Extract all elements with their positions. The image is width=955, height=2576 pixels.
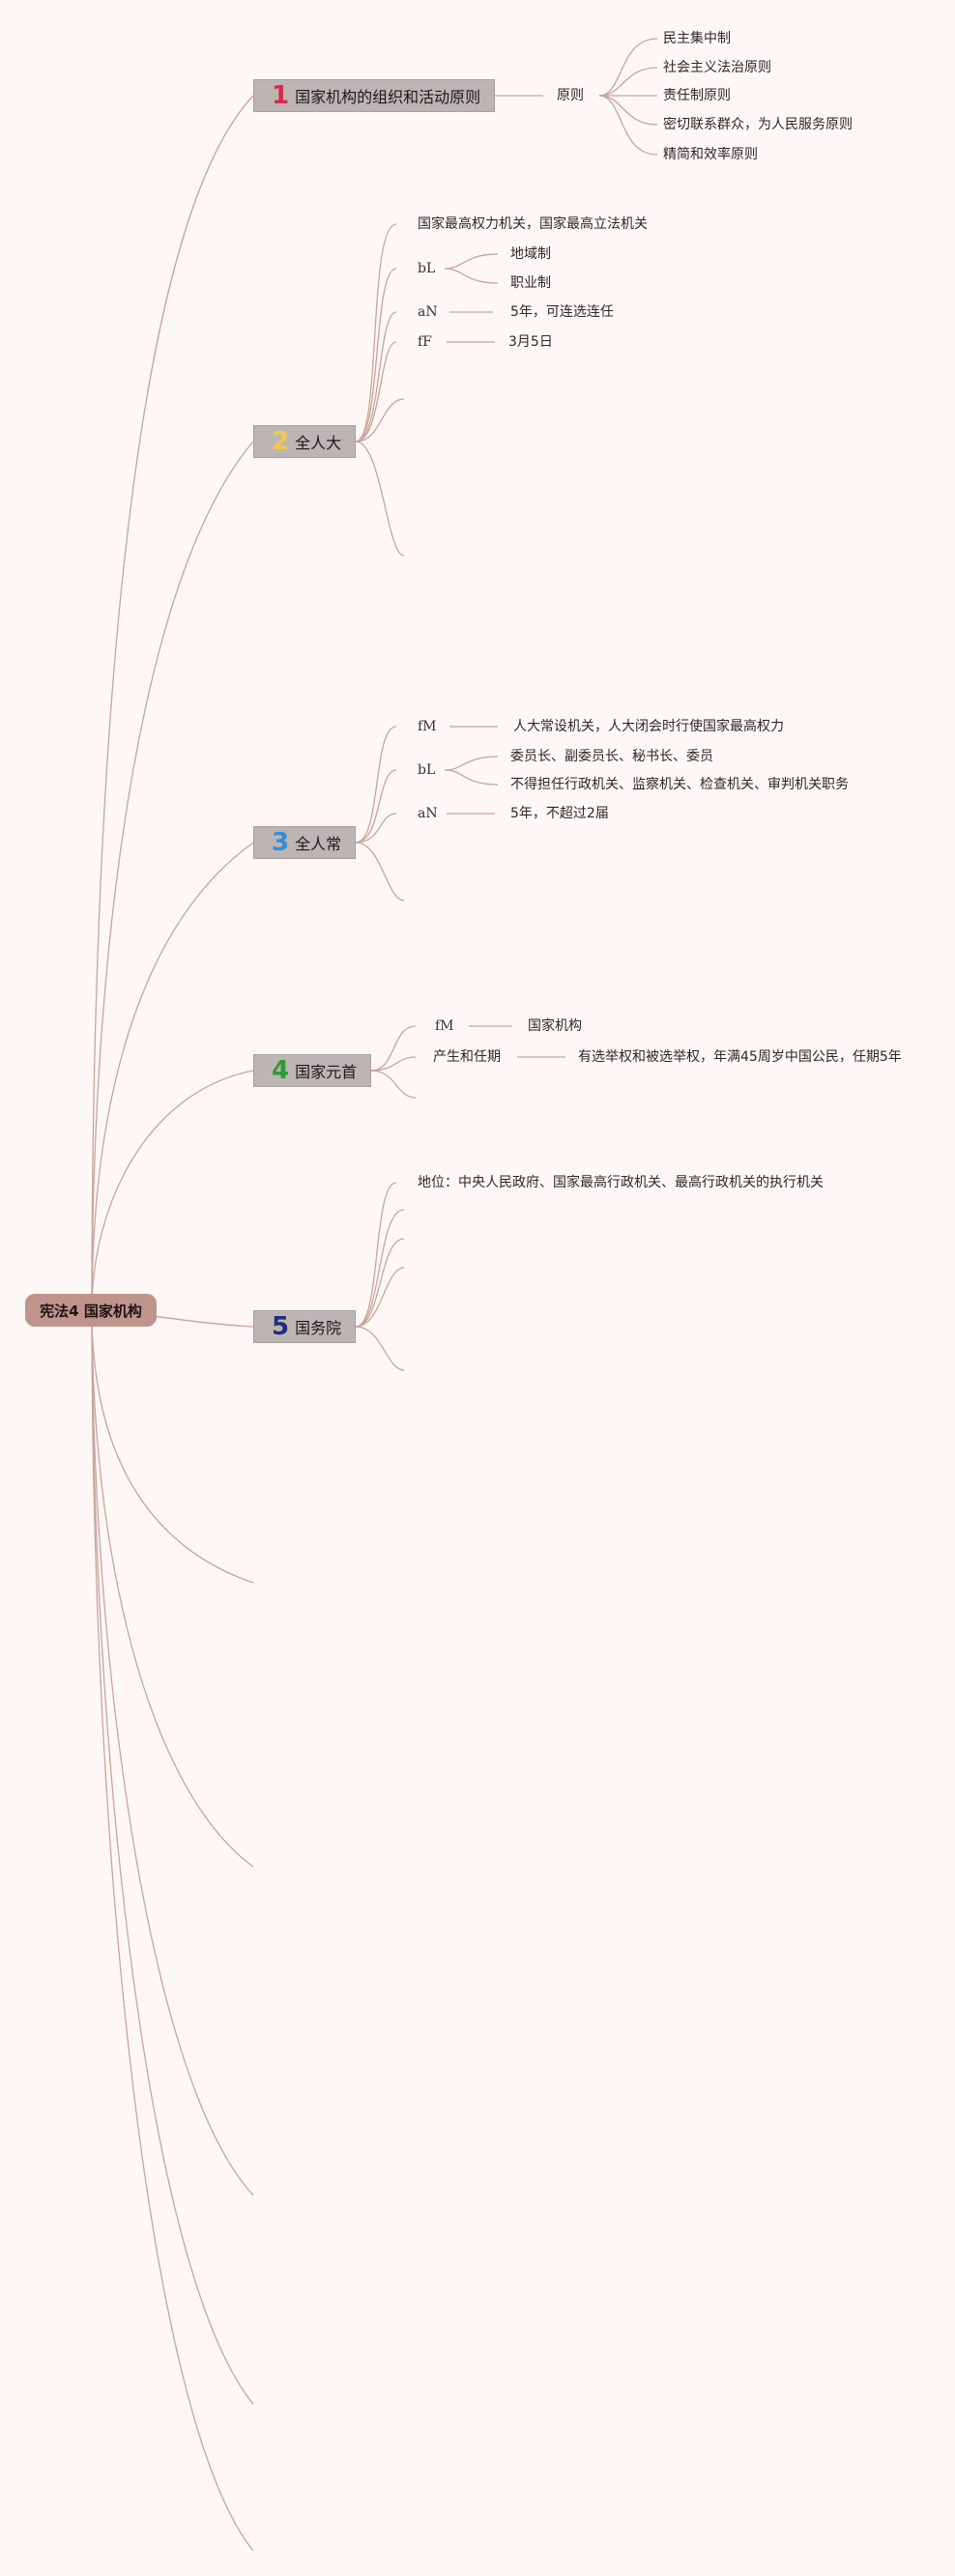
committee-tag-f[interactable]: fM	[418, 719, 437, 734]
npc-status[interactable]: 国家最高权力机关，国家最高立法机关	[418, 216, 648, 232]
npc-term[interactable]: 5年，可连选连任	[510, 304, 614, 320]
topic-label: 国务院	[295, 1319, 342, 1337]
topic-number-2: 2	[272, 427, 290, 456]
council-status[interactable]: 地位：中央人民政府、国家最高行政机关、最高行政机关的执行机关	[418, 1175, 824, 1190]
committee-term[interactable]: 5年，不超过2届	[510, 806, 609, 821]
committee-b-item[interactable]: 不得担任行政机关、监察机关、检查机关、审判机关职务	[510, 777, 849, 792]
npc-tag-a[interactable]: aN	[418, 304, 438, 320]
topic-number-5: 5	[272, 1312, 290, 1341]
head-term-label[interactable]: 产生和任期	[433, 1049, 501, 1065]
principle-item[interactable]: 民主集中制	[663, 31, 731, 46]
npc-tag-f[interactable]: fF	[418, 334, 432, 350]
principles-node[interactable]: 原则	[557, 88, 584, 103]
topic-label: 全人常	[295, 835, 342, 853]
npc-meeting-date[interactable]: 3月5日	[508, 334, 553, 350]
principle-item[interactable]: 精简和效率原则	[663, 147, 758, 162]
topic-number-3: 3	[272, 828, 290, 857]
head-status[interactable]: 国家机构	[528, 1018, 582, 1034]
principle-item[interactable]: 密切联系群众，为人民服务原则	[663, 117, 853, 132]
topic-number-1: 1	[272, 81, 290, 110]
head-term-value[interactable]: 有选举权和被选举权，年满45周岁中国公民，任期5年	[578, 1049, 902, 1065]
topic-npc[interactable]: 2 全人大	[253, 425, 356, 458]
npc-b-item[interactable]: 地域制	[510, 246, 551, 262]
topic-npc-standing-committee[interactable]: 3 全人常	[253, 826, 356, 859]
topic-state-council[interactable]: 5 国务院	[253, 1310, 356, 1343]
head-tag-f[interactable]: fM	[435, 1018, 454, 1034]
topic-label: 全人大	[295, 434, 342, 452]
topic-organization-principles[interactable]: 1 国家机构的组织和活动原则	[253, 79, 495, 112]
topic-label: 国家元首	[295, 1063, 358, 1081]
npc-tag-b[interactable]: bL	[418, 261, 436, 276]
principle-item[interactable]: 责任制原则	[663, 88, 731, 103]
npc-b-item[interactable]: 职业制	[510, 275, 551, 291]
central-topic[interactable]: 宪法4 国家机构	[25, 1294, 157, 1327]
topic-number-4: 4	[272, 1056, 290, 1085]
committee-tag-a[interactable]: aN	[418, 806, 438, 821]
committee-b-item[interactable]: 委员长、副委员长、秘书长、委员	[510, 749, 713, 764]
topic-label: 国家机构的组织和活动原则	[295, 88, 481, 106]
committee-status[interactable]: 人大常设机关，人大闭会时行使国家最高权力	[513, 719, 784, 734]
committee-tag-b[interactable]: bL	[418, 762, 436, 778]
principle-item[interactable]: 社会主义法治原则	[663, 60, 771, 75]
topic-head-of-state[interactable]: 4 国家元首	[253, 1054, 371, 1087]
